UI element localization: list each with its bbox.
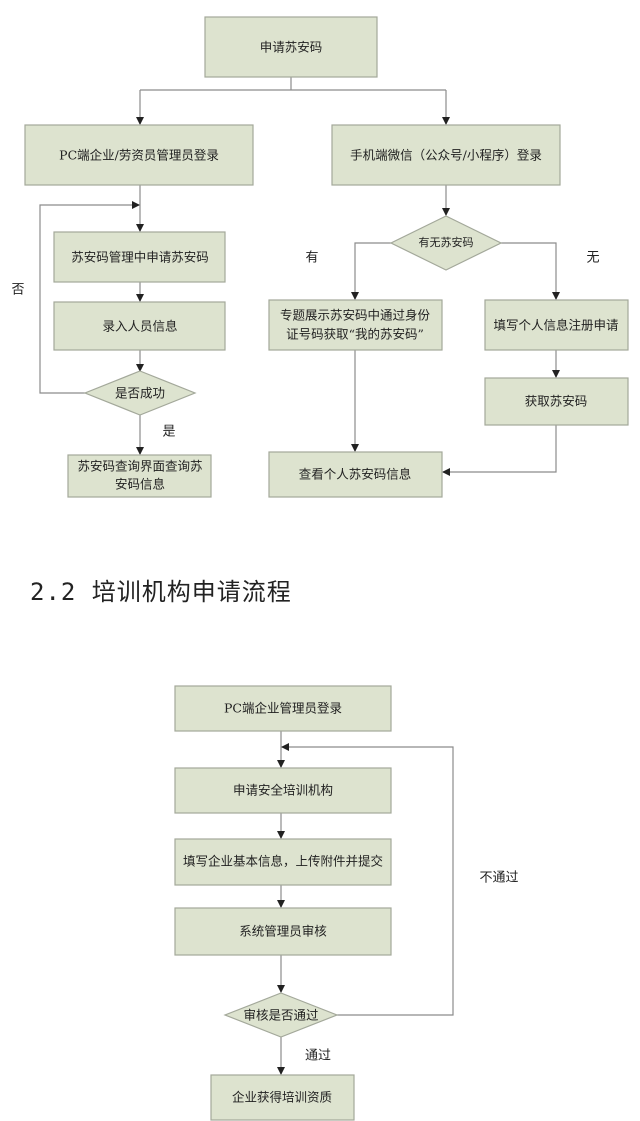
edge-label-no: 否 xyxy=(11,283,24,298)
node-label: 申请苏安码 xyxy=(260,40,323,55)
node-login: PC端企业管理员登录 xyxy=(174,685,392,732)
edge-label-pass: 通过 xyxy=(305,1049,331,1064)
node-mobile-register: 填写个人信息注册申请 xyxy=(484,299,629,351)
decision-review-pass: 审核是否通过 xyxy=(223,992,339,1038)
node-mobile-login: 手机端微信（公众号/小程序）登录 xyxy=(331,124,561,186)
section-heading: 2.2 培训机构申请流程 xyxy=(30,578,292,606)
node-mobile-topic: 专题展示苏安码中通过身份 证号码获取“我的苏安码” xyxy=(268,299,443,351)
node-label: 企业获得培训资质 xyxy=(232,1090,332,1105)
edge-label-yes: 是 xyxy=(162,425,175,440)
node-label: 苏安码管理中申请苏安码 xyxy=(71,250,209,265)
node-start: 申请苏安码 xyxy=(204,16,378,78)
edge-label-fail: 不通过 xyxy=(479,871,518,886)
node-label: 手机端微信（公众号/小程序）登录 xyxy=(350,148,542,163)
node-label: 证号码获取“我的苏安码” xyxy=(286,327,424,342)
decision-pc-success: 是否成功 xyxy=(83,370,197,416)
node-fill: 填写企业基本信息，上传附件并提交 xyxy=(174,838,392,886)
node-label: 审核是否通过 xyxy=(243,1008,319,1023)
node-label: 填写企业基本信息，上传附件并提交 xyxy=(183,854,383,869)
node-review: 系统管理员审核 xyxy=(174,907,392,956)
node-label: 查看个人苏安码信息 xyxy=(299,467,412,482)
node-label: 苏安码查询界面查询苏 xyxy=(77,459,202,474)
node-pc-login: PC端企业/劳资员管理员登录 xyxy=(24,124,254,186)
node-result: 企业获得培训资质 xyxy=(210,1074,355,1121)
node-mobile-view: 查看个人苏安码信息 xyxy=(268,451,443,498)
node-label: 录入人员信息 xyxy=(102,319,177,334)
flow1-connectors xyxy=(39,77,560,476)
node-label: 是否成功 xyxy=(115,386,165,401)
node-pc-enter: 录入人员信息 xyxy=(53,301,226,351)
node-label: 安码信息 xyxy=(115,477,165,492)
node-apply: 申请安全培训机构 xyxy=(174,767,392,814)
node-label: 获取苏安码 xyxy=(525,394,588,409)
node-pc-query: 苏安码查询界面查询苏 安码信息 xyxy=(67,454,212,498)
node-label: PC端企业管理员登录 xyxy=(224,701,342,716)
edge-label-has: 有 xyxy=(305,251,318,266)
node-label: 有无苏安码 xyxy=(419,235,474,249)
node-label: 申请安全培训机构 xyxy=(233,783,333,798)
flow2-connectors xyxy=(277,731,454,1075)
decision-mobile-has-code: 有无苏安码 xyxy=(389,215,503,271)
edge-label-none: 无 xyxy=(586,251,599,266)
node-label: 专题展示苏安码中通过身份 xyxy=(280,308,431,323)
node-label: 填写个人信息注册申请 xyxy=(493,318,618,333)
node-label: PC端企业/劳资员管理员登录 xyxy=(59,148,219,163)
node-mobile-get: 获取苏安码 xyxy=(484,377,629,426)
node-label: 系统管理员审核 xyxy=(239,924,327,939)
node-pc-apply: 苏安码管理中申请苏安码 xyxy=(53,231,226,283)
